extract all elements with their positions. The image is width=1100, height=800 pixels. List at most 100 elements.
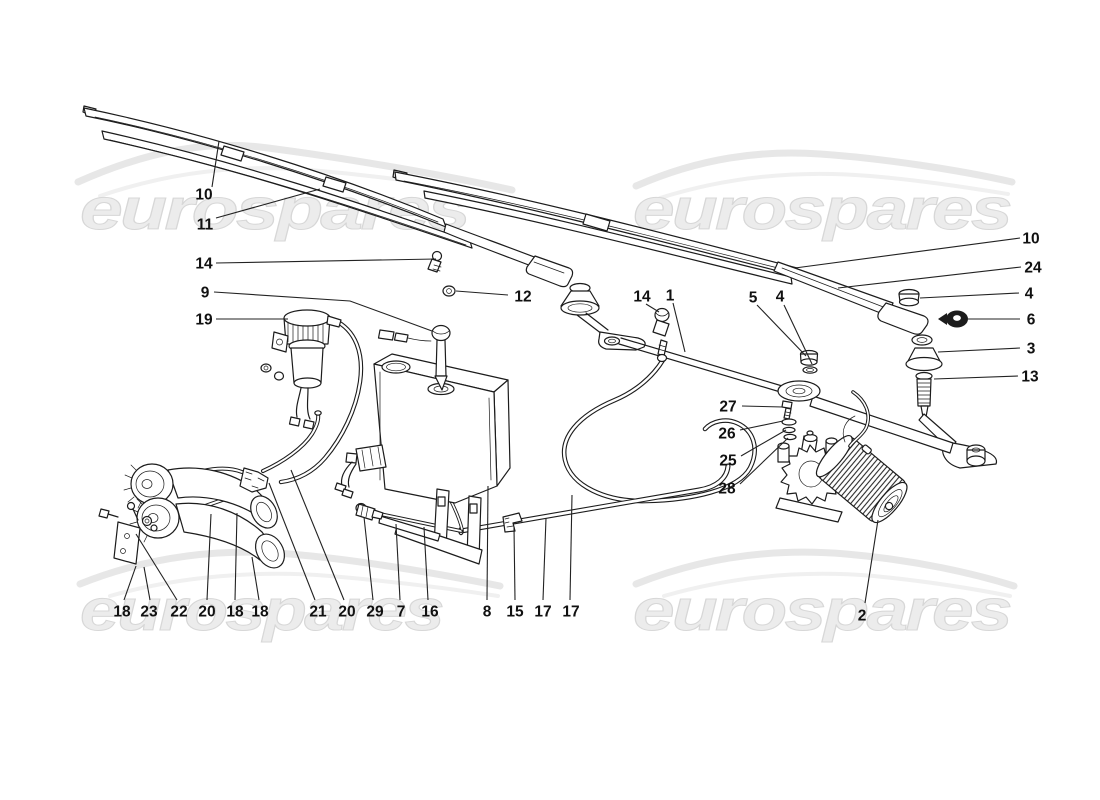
car-silhouette-watermark <box>658 171 1010 200</box>
crank-shaft-knob <box>806 430 814 436</box>
blade-clip <box>582 213 611 232</box>
callout-21: 21 <box>309 604 327 621</box>
pivot-washer-right-hole <box>916 337 928 343</box>
motor-mount-post-top <box>825 437 838 445</box>
air-horns <box>98 463 286 569</box>
callout-6: 6 <box>1027 312 1036 329</box>
wiper-squeegee-right <box>423 190 793 285</box>
jet-screw-thread <box>657 344 667 352</box>
bracket-screw-shank <box>132 508 139 521</box>
crank-nut-bottom <box>800 358 818 366</box>
pump-wire-connector <box>288 416 301 427</box>
jet-nut-hole <box>446 288 452 294</box>
callout-27: 27 <box>719 399 736 416</box>
crank-disc <box>777 380 821 402</box>
bellcrank-hole-inner <box>608 338 616 344</box>
bracket-washer-hole <box>144 518 150 524</box>
callout-15: 15 <box>506 604 524 621</box>
eurospares-watermark: eurospares <box>633 177 1011 242</box>
right-wiper-assembly <box>392 169 998 469</box>
callout-leader-22 <box>135 533 178 601</box>
callout-leader-23 <box>143 566 151 601</box>
jet-ball-band <box>432 330 450 335</box>
wiper-blade-left-rib <box>94 116 439 223</box>
callout-23: 23 <box>140 604 158 621</box>
car-silhouette-watermark <box>632 149 1016 190</box>
motor-wire-loop <box>842 415 856 443</box>
grommet-6-hole <box>951 313 963 323</box>
inline-valve-barb <box>371 509 384 520</box>
horn-fins <box>129 498 148 543</box>
callout-19: 19 <box>195 312 213 329</box>
pump-wire-connector <box>302 419 315 430</box>
car-silhouette-watermark <box>74 141 516 194</box>
pivot-shaft-left <box>576 312 609 335</box>
washer-bottle <box>373 363 498 504</box>
motor-terminal <box>861 444 872 455</box>
horn-compressor-upper-inner <box>135 470 165 498</box>
jet-connector <box>377 329 395 341</box>
callout-1: 1 <box>666 288 675 305</box>
jet-thread <box>432 264 442 272</box>
bottle-pump-plug <box>345 452 358 464</box>
bolt-27-shank <box>783 407 792 420</box>
callout-leader-2 <box>864 519 879 604</box>
callout-leader-18 <box>123 565 137 601</box>
callout-leader-4 <box>783 304 813 365</box>
wiper-arm-left-elbow <box>525 255 574 288</box>
car-silhouette-watermark <box>108 571 500 598</box>
bracket-bolt-head <box>98 508 110 519</box>
link-bar <box>809 395 954 454</box>
motor-cable <box>849 391 869 447</box>
pump-wires <box>295 387 311 420</box>
callout-leader-29 <box>363 516 374 601</box>
washer-system <box>260 309 523 565</box>
bottle-pump <box>355 444 387 472</box>
callout-22: 22 <box>170 604 187 621</box>
callout-14: 14 <box>633 289 651 306</box>
callout-17: 17 <box>562 604 579 621</box>
callout-leader-17 <box>542 517 547 601</box>
crank-disc-inner <box>785 384 813 398</box>
horn-bell-upper-inner <box>256 501 272 523</box>
callout-18: 18 <box>226 604 244 621</box>
callout-3: 3 <box>1027 341 1036 358</box>
horn-compressor-lower-inner <box>141 504 171 532</box>
washer-28 <box>783 433 797 441</box>
jet-connector <box>393 332 409 343</box>
y-connector-barbs <box>244 471 265 489</box>
callout-leader-10 <box>211 140 220 188</box>
arm-nut-bottom <box>898 297 920 307</box>
blade-clip <box>220 145 245 162</box>
bracket-nut <box>150 524 158 532</box>
pump-nut <box>273 371 285 381</box>
motor-front-cap <box>815 435 853 478</box>
bolt-27-head <box>781 400 793 410</box>
callout-24: 24 <box>1024 260 1042 277</box>
crank-washer-4 <box>802 366 818 374</box>
bracket-slot <box>469 503 478 514</box>
washer-jet-mid-band <box>655 312 669 317</box>
bracket-slot <box>437 496 446 507</box>
callout-leader-14 <box>645 303 660 313</box>
motor-end-ring <box>883 495 899 513</box>
callout-leader-18 <box>234 512 238 601</box>
callout-25: 25 <box>719 453 737 470</box>
callout-leader-7 <box>395 523 401 601</box>
wiper-arm-right-elbow <box>877 302 929 335</box>
blade-clip <box>322 176 347 193</box>
callout-18: 18 <box>251 604 269 621</box>
motor-base-plate <box>775 497 843 523</box>
bracket-hole <box>124 533 130 539</box>
callout-leader-11 <box>215 188 321 219</box>
callout-20: 20 <box>198 604 215 621</box>
crank-washer-hole <box>806 368 814 372</box>
jet-screw <box>657 339 668 357</box>
callout-leader-20 <box>206 513 212 601</box>
horn-bracket <box>113 521 141 565</box>
car-silhouette-watermark <box>662 571 1012 598</box>
pump-seal-ring <box>260 363 272 373</box>
